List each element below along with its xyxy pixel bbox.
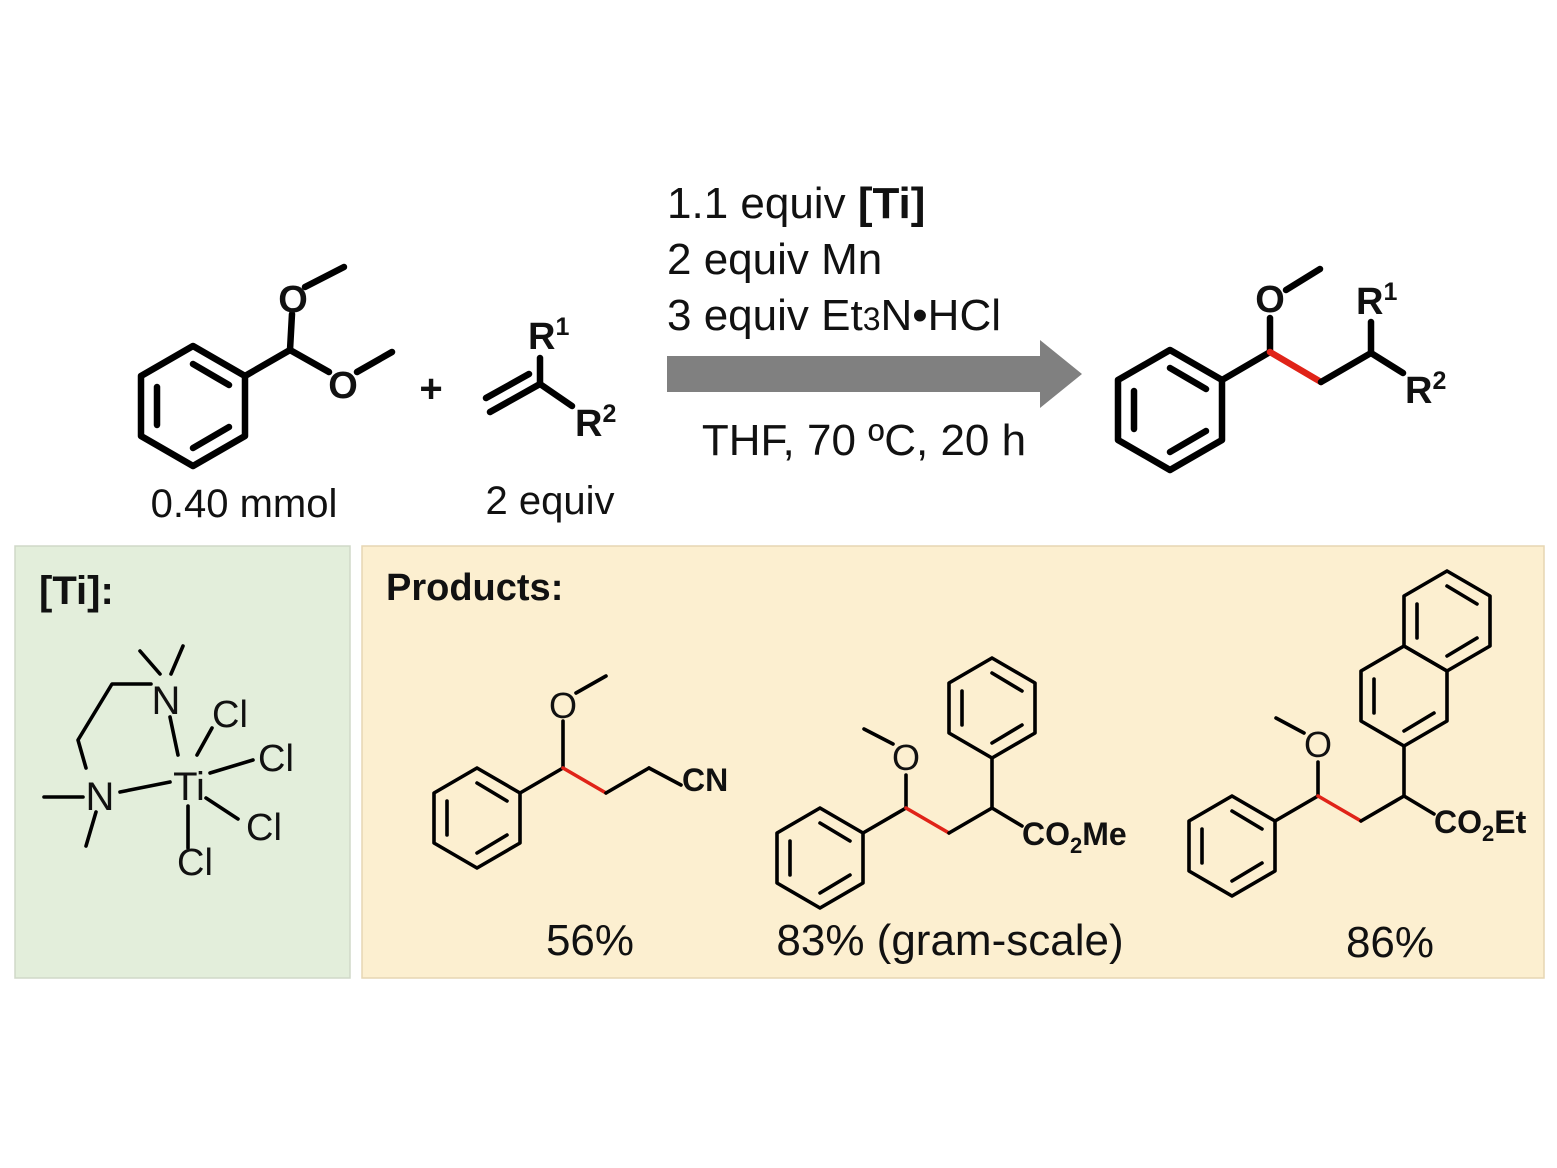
condition-mn-equiv: 2 equiv Mn <box>667 235 882 284</box>
product-3-group: CO2Et <box>1434 804 1527 846</box>
alkene-reactant: R1 R2 2 equiv <box>482 313 616 523</box>
product-3-yield: 86% <box>1346 918 1434 967</box>
product-1-structure: O CN <box>432 674 728 870</box>
product-r2-label: R2 <box>1405 367 1446 412</box>
ti-complex-cl-1: Cl <box>212 694 248 736</box>
reaction-arrow <box>667 340 1082 408</box>
condition-solvent-temp-time: THF, 70 ºC, 20 h <box>702 416 1026 465</box>
ti-complex-ti: Ti <box>173 765 205 809</box>
product-1-group: CN <box>682 762 728 798</box>
alkene-r2-label: R2 <box>575 400 616 445</box>
ti-complex-cl-3: Cl <box>246 807 282 849</box>
ti-complex-cl-4: Cl <box>177 842 213 884</box>
acetal-o-bottom: O <box>328 365 358 407</box>
acetal-amount: 0.40 mmol <box>151 482 338 526</box>
ti-complex-structure: N N Ti Cl Cl Cl Cl <box>42 644 294 884</box>
ti-complex-n-upper: N <box>152 679 181 723</box>
alkene-amount: 2 equiv <box>486 479 615 523</box>
product-o-label: O <box>1255 279 1285 321</box>
products-panel-heading: Products: <box>386 567 563 609</box>
acetal-o-top: O <box>278 279 308 321</box>
product-1-yield: 56% <box>546 916 634 965</box>
plus-sign: + <box>419 367 442 411</box>
products-panel <box>361 545 1545 979</box>
product-2-structure: O CO2Me <box>775 656 1127 910</box>
alkene-r1-label: R1 <box>528 313 569 358</box>
product-2-o-label: O <box>892 737 920 778</box>
ti-panel <box>14 545 351 979</box>
product-2-group: CO2Me <box>1022 816 1127 858</box>
ti-complex-cl-2: Cl <box>258 738 294 780</box>
condition-ti-equiv: 1.1 equiv [Ti] <box>667 179 925 228</box>
ti-panel-heading: [Ti]: <box>39 569 114 613</box>
reaction-conditions: 1.1 equiv [Ti] 2 equiv Mn 3 equiv Et3N•H… <box>667 179 1082 465</box>
ti-complex-n-lower: N <box>86 775 115 819</box>
condition-amine-salt: 3 equiv Et3N•HCl <box>667 291 1001 340</box>
product-r1-label: R1 <box>1356 278 1397 323</box>
product-2-yield: 83% (gram-scale) <box>776 916 1123 965</box>
acetal-reactant: O O 0.40 mmol <box>137 263 396 526</box>
product-1-o-label: O <box>549 685 577 726</box>
product-general: O R1 R2 <box>1114 265 1446 474</box>
product-3-structure: O CO2Et <box>1187 569 1527 898</box>
product-3-o-label: O <box>1304 724 1332 765</box>
